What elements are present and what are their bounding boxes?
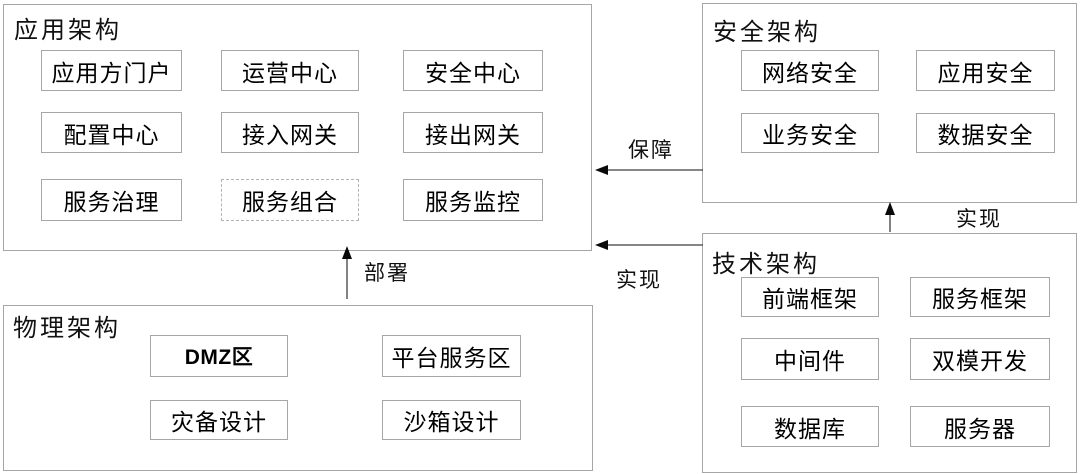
node-database: 数据库	[741, 406, 879, 447]
node-inbound-gateway: 接入网关	[221, 112, 359, 153]
node-outbound-gateway: 接出网关	[403, 112, 543, 153]
node-server: 服务器	[910, 406, 1050, 447]
arrow-guarantee-security-to-app	[595, 165, 703, 175]
node-frontend-framework: 前端框架	[741, 277, 879, 317]
node-service-monitoring: 服务监控	[403, 179, 543, 221]
arrow-label-guarantee: 保障	[628, 138, 674, 162]
panel-title-security: 安全架构	[713, 20, 821, 46]
node-network-security: 网络安全	[741, 50, 879, 91]
node-middleware: 中间件	[741, 338, 879, 380]
node-disaster-recovery-design: 灾备设计	[150, 400, 288, 440]
arrow-realize-tech-to-security	[885, 202, 895, 232]
panel-security-architecture: 安全架构	[702, 3, 1077, 203]
arrow-label-deploy: 部署	[364, 261, 410, 285]
arrow-label-realize-app: 实现	[616, 268, 662, 292]
node-dmz-zone: DMZ区	[150, 335, 288, 377]
node-data-security: 数据安全	[916, 113, 1055, 153]
arrow-realize-tech-to-app	[595, 240, 703, 250]
arrow-deploy-physical-to-app	[342, 246, 352, 299]
node-operations-center: 运营中心	[221, 50, 359, 91]
node-application-security: 应用安全	[916, 50, 1055, 91]
node-security-center: 安全中心	[403, 50, 543, 91]
panel-physical-architecture: 物理架构	[3, 305, 593, 471]
node-config-center: 配置中心	[41, 112, 182, 153]
node-service-framework: 服务框架	[910, 277, 1050, 317]
node-dual-mode-dev: 双模开发	[910, 338, 1050, 380]
node-app-portal: 应用方门户	[41, 50, 182, 91]
panel-title-application: 应用架构	[14, 18, 122, 44]
node-sandbox-design: 沙箱设计	[382, 400, 521, 440]
node-service-governance: 服务治理	[41, 179, 182, 221]
node-platform-service-zone: 平台服务区	[382, 335, 521, 377]
node-service-composition: 服务组合	[221, 179, 359, 221]
node-business-security: 业务安全	[741, 113, 879, 153]
arrow-label-realize-security: 实现	[956, 207, 1002, 231]
panel-title-physical: 物理架构	[13, 316, 121, 342]
panel-title-technology: 技术架构	[712, 252, 820, 278]
